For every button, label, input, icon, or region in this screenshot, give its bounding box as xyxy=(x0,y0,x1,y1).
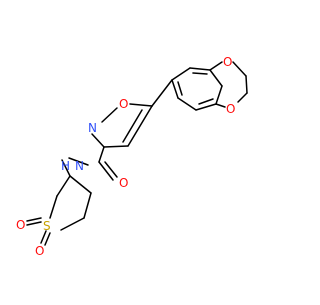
carbonyl-oxygen-label: O xyxy=(119,176,128,190)
nitrogen-isoxazole-label: N xyxy=(88,121,97,135)
oxygen-ring-label: O xyxy=(119,97,128,111)
aryl-isoxazole-bond xyxy=(151,79,173,107)
sulfur-label: S xyxy=(43,219,51,233)
amide-hydrogen-label: H xyxy=(61,159,70,173)
oxygen-dioxane-bottom-label: O xyxy=(226,102,235,116)
atom-labels: O N O O N H O S O O xyxy=(16,55,235,258)
sulfolane-ring xyxy=(26,175,92,246)
carboxamide-group xyxy=(61,146,118,181)
structure-drawing: O N O O N H O S O O xyxy=(16,55,248,258)
amide-nitrogen-label: N xyxy=(75,159,84,173)
molecule-diagram: O N O O N H O S O O xyxy=(16,55,248,258)
benzene-ring xyxy=(171,67,223,111)
dioxane-ring xyxy=(209,61,248,108)
isoxazole-ring xyxy=(91,103,153,148)
oxygen-dioxane-top-label: O xyxy=(223,55,232,69)
sulfone-oxygen-left-label: O xyxy=(16,218,25,232)
sulfone-oxygen-bottom-label: O xyxy=(35,244,44,258)
